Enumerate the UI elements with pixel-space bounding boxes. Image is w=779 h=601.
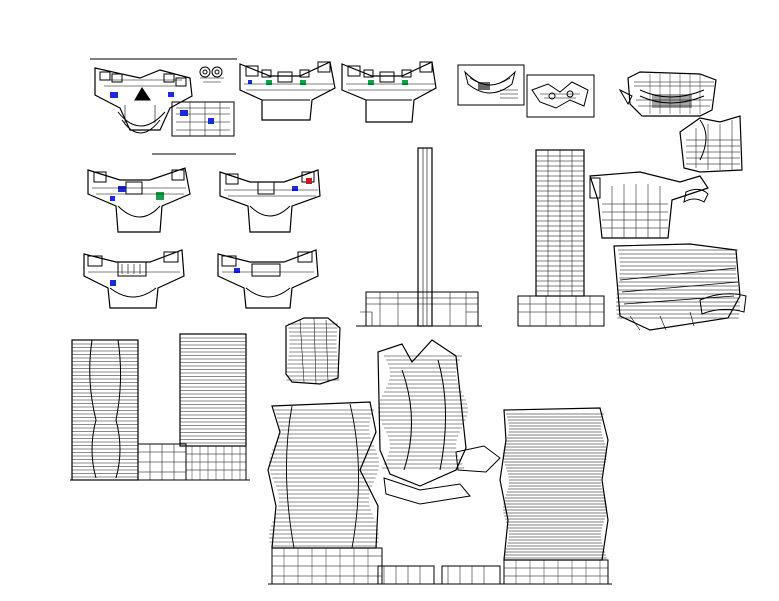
site-plan-1 xyxy=(457,64,525,106)
floor-plan-3 xyxy=(341,61,437,123)
perspective-4 xyxy=(613,243,747,331)
tower-elevation-2 xyxy=(517,149,605,327)
perspective-5 xyxy=(285,317,341,385)
floor-plan-2 xyxy=(239,61,336,121)
tower-elevation-4 xyxy=(267,401,612,585)
site-plan-2 xyxy=(526,74,595,118)
perspective-2 xyxy=(679,115,743,173)
perspective-3 xyxy=(589,171,709,239)
floor-plan-6 xyxy=(83,249,185,309)
tower-elevation-1 xyxy=(356,147,482,327)
tower-elevation-3 xyxy=(70,333,250,481)
floor-plan-7 xyxy=(217,249,319,309)
floor-plan-5 xyxy=(219,169,321,233)
perspective-6 xyxy=(377,339,501,505)
floor-plan-detail xyxy=(171,66,235,137)
floor-plan-1 xyxy=(94,67,193,134)
perspective-1 xyxy=(618,71,717,117)
floor-plan-4 xyxy=(87,167,191,233)
tower-elevation-5 xyxy=(499,407,609,585)
